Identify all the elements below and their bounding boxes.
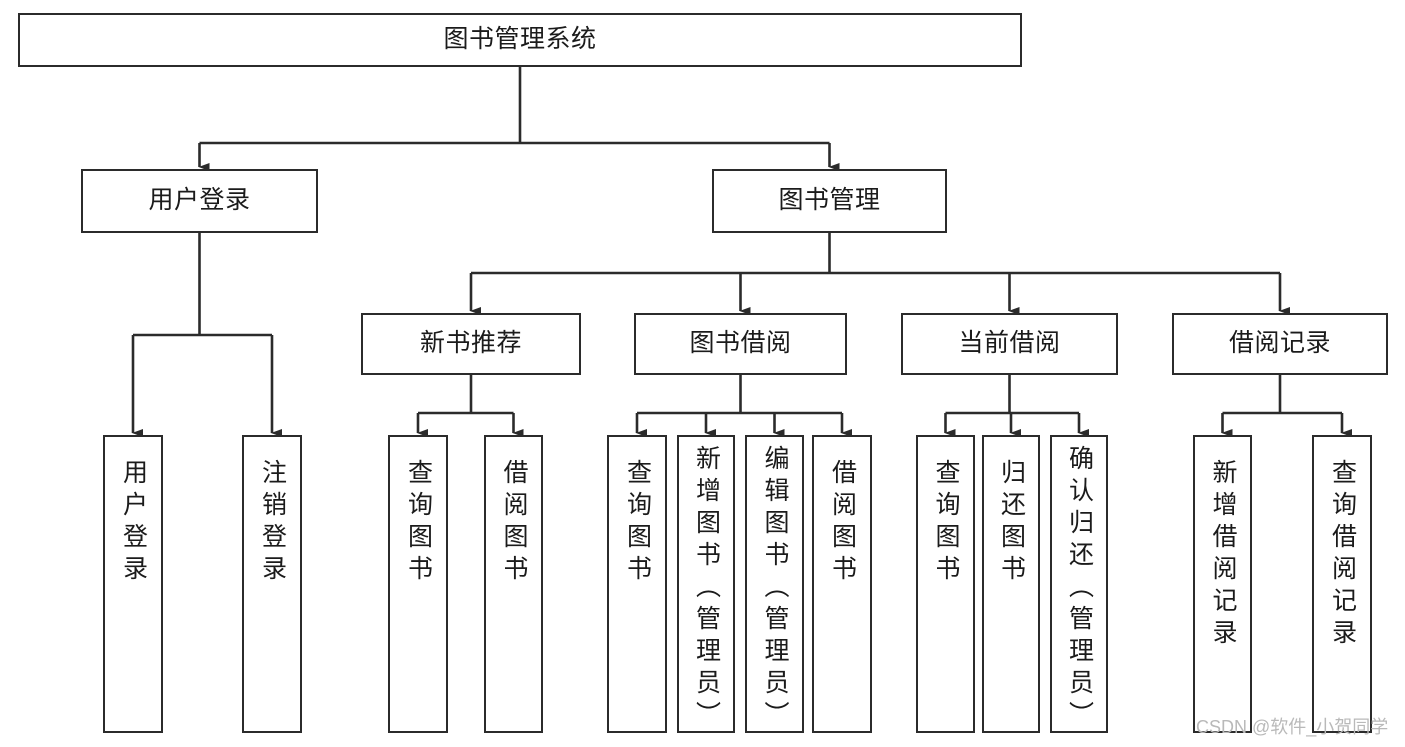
node-leaf-add-book[interactable]: 新增图书（管理员） [677, 435, 735, 733]
node-label: 用户登录 [148, 186, 251, 215]
node-leaf-user-login[interactable]: 用户登录 [103, 435, 163, 733]
node-label: 新增图书（管理员） [692, 445, 721, 733]
node-book-manage[interactable]: 图书管理 [712, 169, 947, 233]
node-label: 借阅记录 [1228, 329, 1331, 358]
node-label: 借阅图书 [500, 459, 528, 587]
node-leaf-query-book-1[interactable]: 查询图书 [388, 435, 448, 733]
node-label: 查询图书 [404, 459, 433, 587]
node-label: 查询借阅记录 [1328, 459, 1357, 651]
node-label: 用户登录 [119, 459, 148, 587]
node-book-borrow[interactable]: 图书借阅 [634, 313, 847, 375]
node-leaf-edit-book[interactable]: 编辑图书（管理员） [745, 435, 804, 733]
node-new-book-recommend[interactable]: 新书推荐 [361, 313, 581, 375]
node-leaf-confirm-return[interactable]: 确认归还（管理员） [1050, 435, 1108, 733]
csdn-watermark: CSDN @软件_小贺同学 [1196, 717, 1389, 737]
node-user-login[interactable]: 用户登录 [81, 169, 318, 233]
node-current-borrow[interactable]: 当前借阅 [901, 313, 1118, 375]
node-label: 确认归还（管理员） [1065, 445, 1094, 733]
node-root-system[interactable]: 图书管理系统 [18, 13, 1022, 67]
node-label: 新增借阅记录 [1209, 459, 1237, 651]
node-label: 注销登录 [258, 459, 287, 587]
node-label: 图书管理 [778, 186, 881, 215]
node-label: 当前借阅 [958, 329, 1061, 358]
node-leaf-user-logout[interactable]: 注销登录 [242, 435, 302, 733]
node-leaf-borrow-book-1[interactable]: 借阅图书 [484, 435, 543, 733]
node-label: 查询图书 [932, 459, 960, 587]
node-label: 图书借阅 [689, 329, 792, 358]
node-label: 借阅图书 [828, 459, 857, 587]
node-leaf-query-record[interactable]: 查询借阅记录 [1312, 435, 1372, 733]
node-label: 归还图书 [997, 459, 1026, 587]
node-leaf-add-record[interactable]: 新增借阅记录 [1193, 435, 1252, 733]
node-leaf-query-book-3[interactable]: 查询图书 [916, 435, 975, 733]
node-borrow-record[interactable]: 借阅记录 [1172, 313, 1388, 375]
node-leaf-query-book-2[interactable]: 查询图书 [607, 435, 667, 733]
node-label: 编辑图书（管理员） [761, 445, 789, 733]
node-leaf-borrow-book-2[interactable]: 借阅图书 [812, 435, 872, 733]
node-label: 图书管理系统 [443, 25, 597, 54]
node-label: 新书推荐 [419, 329, 522, 358]
node-label: 查询图书 [623, 459, 652, 587]
node-leaf-return-book[interactable]: 归还图书 [982, 435, 1040, 733]
